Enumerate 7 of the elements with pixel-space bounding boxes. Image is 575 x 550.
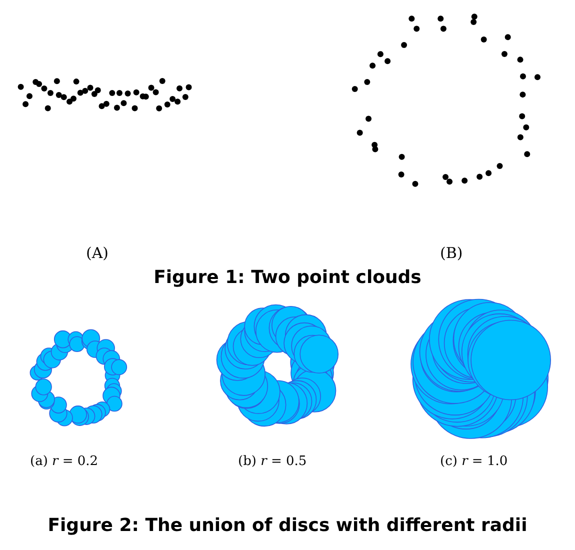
panel-label: (c) r = 1.0 xyxy=(440,453,508,471)
panel-label: (b) r = 0.5 xyxy=(238,453,307,471)
figure-caption: Figure 2: The union of discs with different radii xyxy=(46,514,528,538)
panel-label: (A) xyxy=(86,243,109,264)
figure-caption: Figure 1: Two point clouds xyxy=(152,266,422,290)
panel-label: (a) r = 0.2 xyxy=(30,453,98,471)
panel-label: (B) xyxy=(440,243,463,264)
